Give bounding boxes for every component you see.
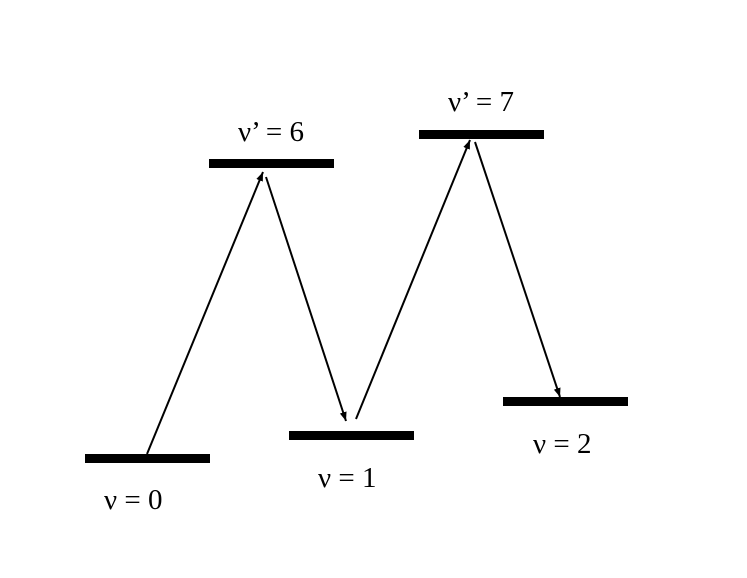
transition-arrow-v1-to-v7p — [355, 139, 471, 420]
level-label-v2: ν = 2 — [533, 428, 591, 460]
level-label-v0: ν = 0 — [104, 484, 162, 516]
level-bar-v1 — [289, 431, 414, 440]
level-bar-v6p — [209, 159, 334, 168]
level-label-v7p: ν’ = 7 — [448, 86, 514, 118]
level-label-v1: ν = 1 — [318, 462, 376, 494]
transition-arrow-v0-to-v6p — [146, 171, 264, 455]
level-bar-v0 — [85, 454, 210, 463]
level-label-v6p: ν’ = 6 — [238, 116, 304, 148]
level-bar-v7p — [419, 130, 544, 139]
transition-arrow-v6p-to-v1 — [265, 176, 347, 422]
transition-arrow-v7p-to-v2 — [474, 141, 561, 398]
level-bar-v2 — [503, 397, 628, 406]
